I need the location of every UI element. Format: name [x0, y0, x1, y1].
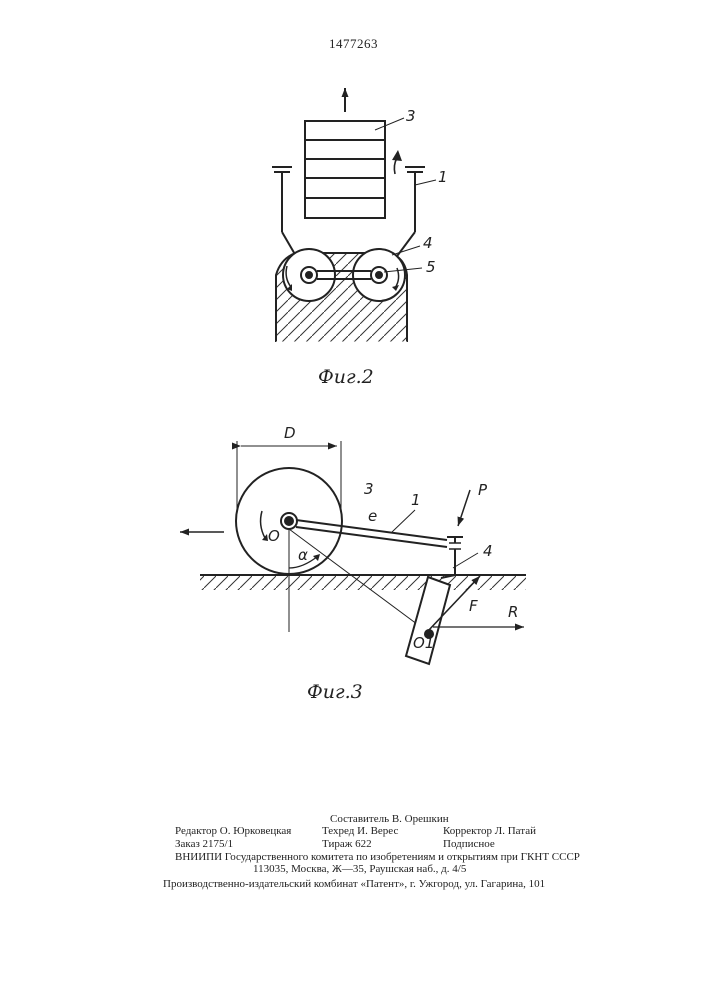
fig3-label-arm-length: e	[368, 507, 377, 525]
fig3-label-angle: α	[298, 546, 308, 564]
roller-right	[353, 249, 405, 301]
imprint-techred: Техред И. Верес	[322, 825, 398, 838]
fig3-label-force-r: R	[508, 603, 518, 621]
fig2-label-frame: 1	[438, 168, 448, 186]
fig3-label-center: O	[268, 527, 280, 545]
imprint-editor: Редактор О. Юрковецкая	[175, 825, 291, 838]
imprint-subscription: Подписное	[443, 838, 495, 851]
fig3-label-force-p: P	[478, 481, 488, 499]
fig3-label-diameter: D	[284, 424, 296, 442]
imprint-circulation: Тираж 622	[322, 838, 372, 851]
fig2-label-axle: 5	[426, 258, 436, 276]
leader-support	[453, 553, 478, 568]
ground	[200, 575, 526, 590]
fig3-caption: Фиг.3	[307, 681, 363, 703]
leader-arm	[392, 510, 415, 532]
rotation-arrow	[392, 150, 402, 174]
figure-2	[272, 88, 436, 342]
fig2-caption: Фиг.2	[318, 366, 374, 388]
fig3-label-pivot: O1	[413, 634, 434, 652]
fig3-label-arm: 1	[411, 491, 421, 509]
stacked-body	[305, 121, 385, 218]
fig3-label-support: 4	[483, 542, 493, 560]
fig2-label-roller: 4	[423, 234, 433, 252]
force-p-arrow	[458, 490, 470, 526]
fig3-label-body: 3	[364, 480, 374, 498]
leader-4	[392, 246, 420, 255]
fig2-label-body: 3	[406, 107, 416, 125]
imprint-order: Заказ 2175/1	[175, 838, 233, 851]
imprint-address: 113035, Москва, Ж—35, Раушская наб., д. …	[253, 863, 466, 876]
leader-1	[415, 180, 436, 185]
fig3-label-force-f: F	[469, 597, 478, 615]
imprint-corrector: Корректор Л. Патай	[443, 825, 536, 838]
roller-left	[283, 249, 335, 301]
joint	[441, 537, 463, 578]
imprint-publisher: Производственно-издательский комбинат «П…	[163, 878, 545, 891]
figure-3	[180, 441, 526, 664]
